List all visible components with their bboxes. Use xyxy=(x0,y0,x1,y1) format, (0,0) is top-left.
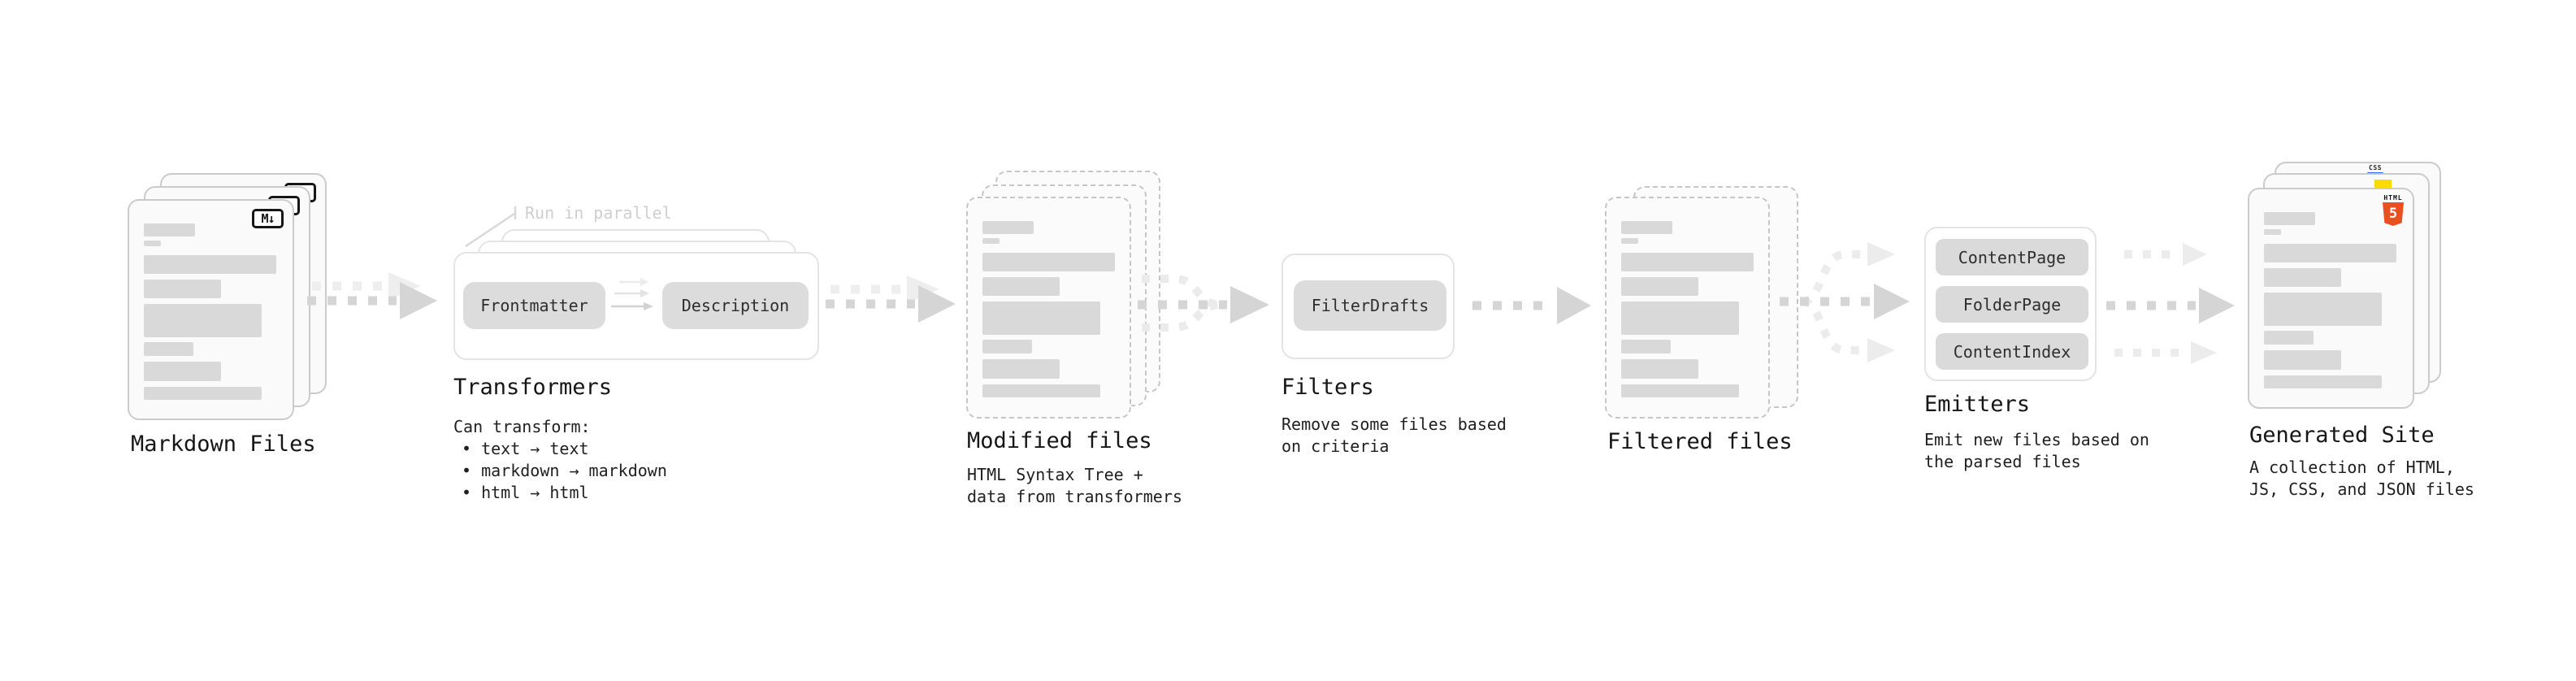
document-placeholder-lines xyxy=(144,223,278,402)
placeholder-line xyxy=(2264,350,2341,370)
description-line: Emit new files based on xyxy=(1924,430,2149,449)
stage-caption-emitters: Emitters xyxy=(1924,392,2031,417)
placeholder-line xyxy=(2264,229,2281,235)
placeholder-line xyxy=(2264,331,2314,345)
stage-caption-transformers: Transformers xyxy=(453,375,613,400)
placeholder-line xyxy=(1621,384,1739,397)
placeholder-line xyxy=(144,255,276,274)
split-arrow-icon xyxy=(1780,242,1910,362)
flow-arrow-icon xyxy=(1472,287,1591,324)
generated-site-description: A collection of HTML, JS, CSS, and JSON … xyxy=(2249,457,2474,501)
placeholder-line xyxy=(144,304,262,337)
placeholder-line xyxy=(144,280,221,298)
javascript-icon xyxy=(2374,180,2392,190)
annotation-connector-icon xyxy=(465,206,517,247)
placeholder-line xyxy=(1621,359,1698,379)
filters-description: Remove some files based on criteria xyxy=(1281,414,1507,458)
emitter-pill-contentindex: ContentIndex xyxy=(1936,333,2088,370)
placeholder-line xyxy=(2264,212,2315,225)
markdown-icon: M↓ xyxy=(252,209,284,228)
description-line: Remove some files based xyxy=(1281,414,1507,434)
filters-box: FilterDrafts xyxy=(1281,254,1455,359)
stage-caption-modified-files: Modified files xyxy=(967,428,1152,453)
transformers-description-heading: Can transform: xyxy=(453,417,591,436)
run-in-parallel-annotation: Run in parallel xyxy=(525,203,672,223)
html5-icon-label: HTML xyxy=(2383,194,2403,202)
emitters-description: Emit new files based on the parsed files xyxy=(1924,429,2149,473)
description-line: data from transformers xyxy=(967,487,1182,506)
placeholder-line xyxy=(144,342,193,356)
transformers-bullet: • markdown → markdown xyxy=(462,461,667,480)
document-placeholder-lines xyxy=(982,221,1117,400)
placeholder-line xyxy=(982,340,1032,354)
description-line: HTML Syntax Tree + xyxy=(967,465,1143,484)
description-line: JS, CSS, and JSON files xyxy=(2249,479,2474,499)
flow-arrow-icon xyxy=(826,275,956,323)
filtered-file-card-front xyxy=(1605,197,1770,419)
transformers-description: Can transform: • text → text • markdown … xyxy=(453,416,667,504)
document-placeholder-lines xyxy=(2264,212,2398,391)
placeholder-line xyxy=(982,253,1115,271)
description-line: A collection of HTML, xyxy=(2249,458,2455,477)
markdown-file-card-front: M↓ xyxy=(128,199,294,420)
placeholder-line xyxy=(144,362,221,381)
filter-pill-filterdrafts: FilterDrafts xyxy=(1294,280,1446,331)
css-icon-label: CSS xyxy=(2369,164,2382,171)
stage-caption-generated-site: Generated Site xyxy=(2249,423,2435,448)
placeholder-line xyxy=(144,387,262,400)
transformer-box-front: Frontmatter Description xyxy=(453,252,819,360)
merge-arrow-icon xyxy=(1138,275,1269,332)
document-placeholder-lines xyxy=(1621,221,1755,400)
stage-caption-markdown-files: Markdown Files xyxy=(131,432,316,457)
placeholder-line xyxy=(2264,268,2341,287)
transformers-bullet: • html → html xyxy=(462,483,589,502)
transformer-pill-description: Description xyxy=(662,282,809,329)
placeholder-line xyxy=(144,241,161,246)
placeholder-line xyxy=(144,223,195,236)
description-line: on criteria xyxy=(1281,436,1390,456)
description-line: the parsed files xyxy=(1924,452,2081,471)
placeholder-line xyxy=(1621,277,1698,296)
stage-caption-filters: Filters xyxy=(1281,375,1374,400)
placeholder-line xyxy=(982,238,1000,244)
placeholder-line xyxy=(982,359,1060,379)
modified-files-description: HTML Syntax Tree + data from transformer… xyxy=(967,464,1182,508)
placeholder-line xyxy=(1621,340,1671,354)
placeholder-line xyxy=(982,277,1060,296)
placeholder-line xyxy=(2264,375,2382,388)
emitters-box: ContentPage FolderPage ContentIndex xyxy=(1924,227,2097,381)
placeholder-line xyxy=(1621,301,1739,335)
placeholder-line xyxy=(982,301,1100,335)
flow-arrow-icon xyxy=(307,272,437,319)
placeholder-line xyxy=(1621,253,1754,271)
generated-file-card-html: HTML 5 xyxy=(2248,188,2414,409)
placeholder-line xyxy=(2264,244,2396,262)
transformers-bullet: • text → text xyxy=(462,439,589,458)
html5-icon-shield: 5 xyxy=(2383,202,2404,226)
triple-arrow-icon xyxy=(2106,243,2235,364)
transformer-pill-frontmatter: Frontmatter xyxy=(463,282,605,329)
html5-icon: HTML 5 xyxy=(2381,194,2405,226)
parallel-arrows-icon xyxy=(611,278,653,310)
modified-file-card-front xyxy=(966,197,1131,419)
placeholder-line xyxy=(1621,238,1638,244)
emitter-pill-folderpage: FolderPage xyxy=(1936,286,2088,323)
placeholder-line xyxy=(982,384,1100,397)
emitter-pill-contentpage: ContentPage xyxy=(1936,239,2088,275)
placeholder-line xyxy=(982,221,1034,234)
stage-caption-filtered-files: Filtered files xyxy=(1607,429,1793,454)
html5-icon-number: 5 xyxy=(2388,206,2398,222)
placeholder-line xyxy=(2264,293,2382,326)
placeholder-line xyxy=(1621,221,1672,234)
